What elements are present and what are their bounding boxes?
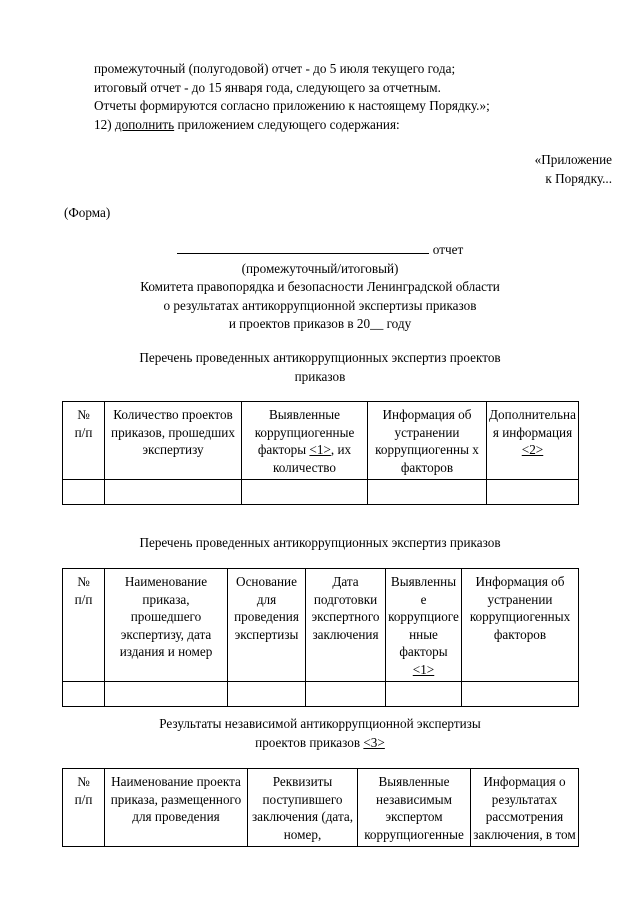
cell-order-name[interactable] bbox=[104, 681, 228, 708]
report-title-block: отчет (промежуточный/итоговый) Комитета … bbox=[60, 241, 580, 334]
appendix-line-2: к Порядку... bbox=[545, 170, 612, 186]
cell-basis[interactable] bbox=[227, 681, 306, 708]
item-rest: приложением следующего содержания: bbox=[174, 116, 400, 132]
cell-number[interactable] bbox=[62, 479, 105, 506]
header-cell-basis: Основание для проведения экспертизы bbox=[227, 567, 306, 683]
section1-caption-line-1: Перечень проведенных антикоррупционных э… bbox=[139, 350, 501, 365]
header-number-line-2: п/п bbox=[74, 591, 93, 607]
section1-caption-line-2: приказов bbox=[294, 368, 346, 384]
section3-caption-line-2: проектов приказов <3> bbox=[60, 734, 580, 753]
form-label: (Форма) bbox=[64, 205, 111, 220]
footnote-ref-2: <2> bbox=[521, 442, 544, 458]
intro-line-2: итоговый отчет - до 15 января года, след… bbox=[94, 79, 441, 95]
cell-elimination-info[interactable] bbox=[461, 681, 579, 708]
intro-line-3: Отчеты формируются согласно приложению к… bbox=[94, 98, 490, 114]
footnote-ref-3: <3> bbox=[363, 734, 385, 750]
header-cell-additional-info: Дополнительная информация <2> bbox=[486, 400, 579, 481]
item-underlined-word: дополнить bbox=[114, 116, 175, 132]
appendix-heading: «Приложение к Порядку... bbox=[300, 151, 612, 188]
footnote-ref-1: <1> bbox=[412, 661, 435, 677]
table-header-row: № п/п Количество проектов приказов, прош… bbox=[62, 400, 579, 481]
title-subtitle: (промежуточный/итоговый) bbox=[241, 260, 399, 276]
appendix-line-1: «Приложение bbox=[534, 152, 612, 167]
header-cell-number: № п/п bbox=[62, 400, 105, 481]
header-text-part-a: Выявленные коррупциогенные факторы bbox=[254, 407, 355, 458]
section1-table: № п/п Количество проектов приказов, прош… bbox=[62, 400, 579, 506]
cell-number[interactable] bbox=[62, 681, 105, 708]
header-text-part-a: Дополнительная информация bbox=[489, 407, 576, 440]
header-number-line-2: п/п bbox=[74, 424, 93, 440]
cell-conclusion-date[interactable] bbox=[305, 681, 386, 708]
section2-table: № п/п Наименование приказа, прошедшего э… bbox=[62, 567, 579, 708]
cell-additional-info[interactable] bbox=[486, 479, 579, 506]
header-number-line-1: № bbox=[77, 774, 90, 789]
header-cell-review-results: Информация о результатах рассмотрения за… bbox=[470, 767, 579, 848]
intro-numbered-item: 12) дополнить приложением следующего сод… bbox=[94, 116, 546, 135]
header-text-part-a: Выявленные коррупциоге нные факторы bbox=[388, 574, 459, 660]
table-header-row: № п/п Наименование приказа, прошедшего э… bbox=[62, 567, 579, 683]
section3-caption: Результаты независимой антикоррупционной… bbox=[60, 715, 580, 752]
cell-count-of-drafts[interactable] bbox=[104, 479, 242, 506]
header-cell-draft-name: Наименование проекта приказа, размещенно… bbox=[104, 767, 248, 848]
header-cell-identified-factors: Выявленные коррупциоге нные факторы <1> bbox=[385, 567, 462, 683]
section2-caption: Перечень проведенных антикоррупционных э… bbox=[60, 534, 580, 553]
header-number-line-1: № bbox=[77, 574, 90, 589]
item-number: 12) bbox=[94, 116, 115, 132]
header-cell-number: № п/п bbox=[62, 567, 105, 683]
title-line-2: о результатах антикоррупционной эксперти… bbox=[163, 297, 477, 313]
cell-identified-factors[interactable] bbox=[241, 479, 368, 506]
section1-caption: Перечень проведенных антикоррупционных э… bbox=[60, 349, 580, 386]
header-cell-number: № п/п bbox=[62, 767, 105, 848]
title-fill-suffix: отчет bbox=[432, 242, 464, 257]
header-cell-expert-identified-factors: Выявленные независимым экспертом коррупц… bbox=[357, 767, 471, 848]
intro-line-1: промежуточный (полугодовой) отчет - до 5… bbox=[94, 61, 456, 76]
table-row bbox=[62, 479, 579, 506]
header-cell-order-name: Наименование приказа, прошедшего эксперт… bbox=[104, 567, 228, 683]
blank-fill-rule bbox=[176, 242, 429, 254]
intro-paragraph: промежуточный (полугодовой) отчет - до 5… bbox=[94, 60, 546, 134]
header-cell-elimination-info: Информация об устранении коррупциогенных… bbox=[461, 567, 579, 683]
footnote-ref-1: <1> bbox=[309, 442, 331, 458]
section3-table: № п/п Наименование проекта приказа, разм… bbox=[62, 767, 579, 848]
header-cell-elimination-info: Информация об устранении коррупциогенны … bbox=[367, 400, 487, 481]
header-text-part-b: , их количество bbox=[273, 442, 352, 475]
section3-caption-line-1: Результаты независимой антикоррупционной… bbox=[159, 716, 481, 731]
title-fill-line: отчет bbox=[60, 241, 580, 260]
title-line-1: Комитета правопорядка и безопасности Лен… bbox=[140, 279, 500, 295]
header-number-line-1: № bbox=[77, 407, 90, 422]
section3-caption-text: проектов приказов bbox=[255, 734, 364, 750]
title-line-3: и проектов приказов в 20__ году bbox=[228, 316, 412, 332]
header-cell-conclusion-date: Дата подготовки экспертного заключения bbox=[305, 567, 386, 683]
table-row bbox=[62, 681, 579, 708]
header-cell-conclusion-details: Реквизиты поступившего заключения (дата,… bbox=[247, 767, 358, 848]
header-cell-count-of-drafts: Количество проектов приказов, прошедших … bbox=[104, 400, 242, 481]
cell-elimination-info[interactable] bbox=[367, 479, 487, 506]
header-number-line-2: п/п bbox=[74, 791, 93, 807]
table-header-row: № п/п Наименование проекта приказа, разм… bbox=[62, 767, 579, 848]
header-cell-identified-factors: Выявленные коррупциогенные факторы <1>, … bbox=[241, 400, 368, 481]
cell-identified-factors[interactable] bbox=[385, 681, 462, 708]
section2-caption-line-1: Перечень проведенных антикоррупционных э… bbox=[139, 535, 501, 550]
